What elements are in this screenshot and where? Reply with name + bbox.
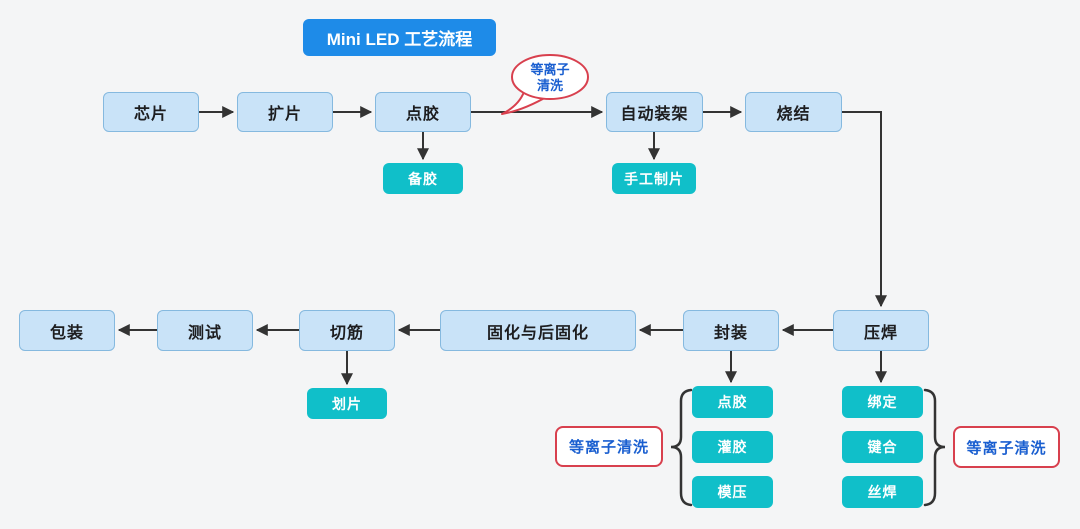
node-rib-cutting: 切筋 xyxy=(299,310,395,351)
arrow-sintering-to-pressurewelding xyxy=(842,111,887,308)
node-testing: 测试 xyxy=(157,310,253,351)
plasma-cleaning-bubble: 等离子 清洗 xyxy=(512,56,588,100)
plasma-cleaning-label-right: 等离子清洗 xyxy=(953,426,1060,468)
node-manual-mounting: 手工制片 xyxy=(612,163,696,194)
node-glue-prep: 备胶 xyxy=(383,163,463,194)
node-encap-dispensing: 点胶 xyxy=(692,386,773,418)
node-encap-molding: 模压 xyxy=(692,476,773,508)
node-auto-mounting: 自动装架 xyxy=(606,92,703,132)
plasma-cleaning-label-left: 等离子清洗 xyxy=(555,426,663,467)
node-curing: 固化与后固化 xyxy=(440,310,636,351)
node-dispensing: 点胶 xyxy=(375,92,471,132)
node-encap-potting: 灌胶 xyxy=(692,431,773,463)
node-sintering: 烧结 xyxy=(745,92,842,132)
node-chip: 芯片 xyxy=(103,92,199,132)
node-film-expansion: 扩片 xyxy=(237,92,333,132)
speech-bubble-shape xyxy=(501,54,589,115)
node-encapsulation: 封装 xyxy=(683,310,779,351)
node-binding: 绑定 xyxy=(842,386,923,418)
left-brace-icon xyxy=(670,388,693,507)
node-bonding: 键合 xyxy=(842,431,923,463)
braces xyxy=(670,388,946,507)
node-wire-welding: 丝焊 xyxy=(842,476,923,508)
node-dicing: 划片 xyxy=(307,388,387,419)
right-brace-icon xyxy=(923,388,946,507)
diagram-title: Mini LED 工艺流程 xyxy=(303,19,496,56)
node-pressure-welding: 压焊 xyxy=(833,310,929,351)
plasma-bubble-line1: 等离子 xyxy=(530,61,570,77)
bubble-ellipse xyxy=(511,54,589,100)
node-packaging: 包装 xyxy=(19,310,115,351)
flow-arrows xyxy=(117,106,887,386)
plasma-bubble-line2: 清洗 xyxy=(536,78,563,93)
